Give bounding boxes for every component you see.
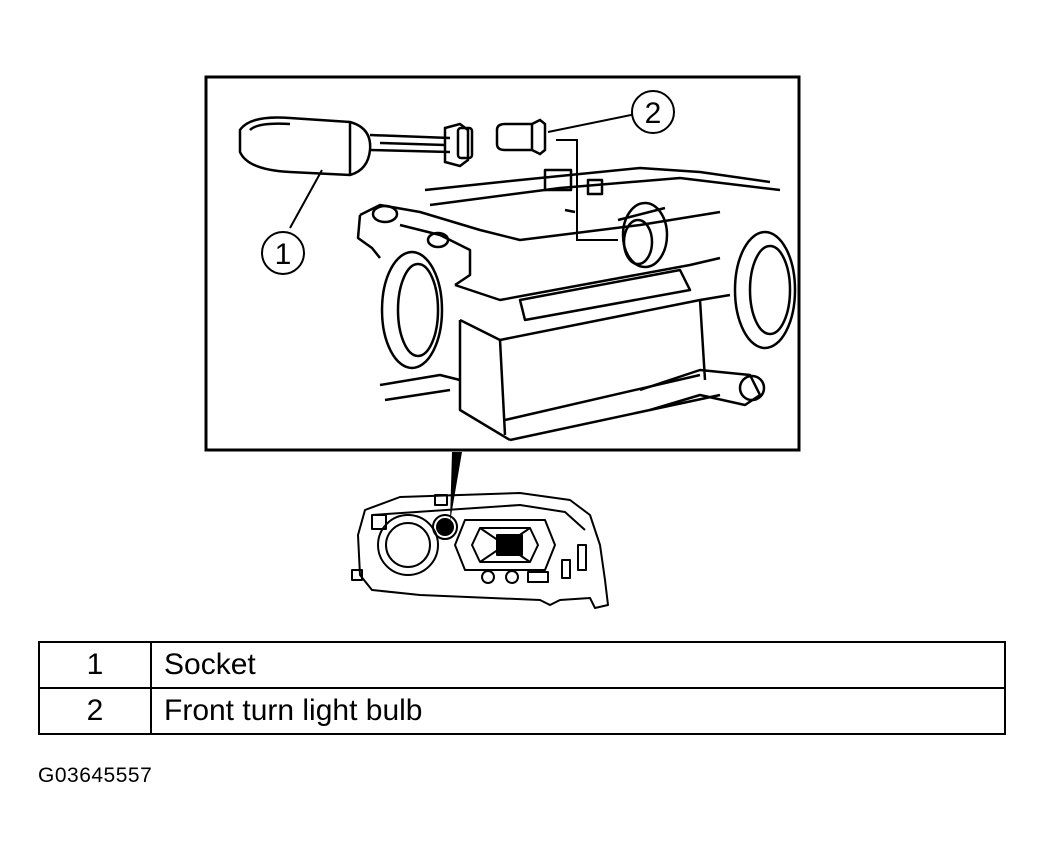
legend-number: 2 (38, 687, 152, 735)
table-row: 1 Socket (38, 641, 1006, 689)
location-pointer-arrow (450, 452, 462, 522)
legend-description: Socket (150, 641, 1006, 689)
svg-text:2: 2 (645, 97, 662, 130)
headlamp-diagram: 1 2 (204, 75, 801, 609)
leader-lines (289, 113, 637, 241)
headlamp-assembly-overview (351, 492, 609, 609)
headlamp-housing-detail (356, 166, 797, 442)
callout-1: 1 (261, 231, 305, 275)
socket-part (238, 116, 474, 177)
figure-code: G03645557 (38, 764, 153, 787)
legend-description: Front turn light bulb (150, 687, 1006, 735)
legend-number: 1 (38, 641, 152, 689)
legend-table: 1 Socket 2 Front turn light bulb (38, 641, 1006, 735)
callout-2: 2 (631, 90, 675, 134)
table-row: 2 Front turn light bulb (38, 687, 1006, 735)
turn-light-bulb-part (495, 118, 547, 156)
svg-text:1: 1 (275, 238, 292, 271)
